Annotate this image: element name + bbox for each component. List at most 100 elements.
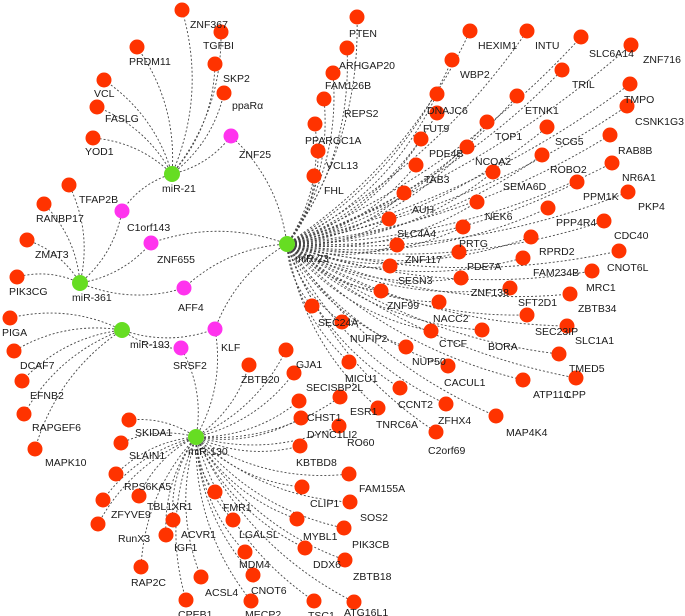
node-label-ddx6: DDX6 [313, 559, 341, 571]
edge-m130-srsf2 [180, 347, 199, 438]
node-acsl4 [193, 569, 209, 585]
node-tsc1 [306, 593, 322, 609]
node-label-tfap2b: TFAP2B [79, 194, 118, 206]
node-slc6a14 [573, 29, 589, 45]
node-tmpo [622, 76, 638, 92]
node-intu [519, 23, 535, 39]
node-label-sema6d: SEMA6D [503, 181, 547, 193]
edge-m361-tfap2b [68, 184, 85, 284]
edge-m130-pik3cb [195, 436, 345, 529]
edge-m23-tmed5 [286, 243, 560, 355]
mirna-node-m130 [188, 429, 204, 445]
node-fam126b [325, 65, 341, 81]
mirna-label-m130: miR-130 [188, 446, 228, 458]
node-cnot6l [611, 243, 627, 259]
node-tgfbi [213, 24, 229, 40]
edge-m23-atp11c [286, 243, 524, 381]
node-label-pik3cb: PIK3CB [352, 539, 389, 551]
node-label-vcl: VCL [94, 88, 115, 100]
node-label-tbl1xr1: TBL1XR1 [147, 501, 193, 513]
node-fut9 [429, 105, 445, 121]
edge-m130-chst1 [195, 400, 300, 438]
node-label-wbp2: WBP2 [460, 69, 490, 81]
node-igf1 [158, 527, 174, 543]
edge-m23-bora [286, 243, 483, 331]
edge-m23-ppp4r4 [286, 207, 549, 251]
node-sesn3 [382, 258, 398, 274]
edge-m130-klf [195, 328, 218, 438]
node-label-cdc40: CDC40 [614, 230, 649, 242]
node-label-fmr1: FMR1 [223, 502, 252, 514]
edge-m193-klf [121, 328, 216, 339]
edge-m23-slc6a14 [286, 36, 582, 245]
node-prdm11 [129, 39, 145, 55]
node-label-tab3: TAB3 [424, 174, 450, 186]
edge-m23-sft2d1 [286, 243, 511, 293]
node-label-tnrc6a: TNRC6A [376, 419, 418, 431]
node-cnot6 [245, 567, 261, 583]
node-nufip2 [334, 314, 350, 330]
node-skp2 [207, 56, 223, 72]
node-mybl1 [289, 511, 305, 527]
edge-m23-hexim1 [286, 30, 471, 245]
node-layer [2, 2, 639, 610]
node-nacc2 [431, 294, 447, 310]
edge-m23-zbtb34 [286, 243, 571, 298]
node-label-cnot6: CNOT6 [251, 585, 287, 597]
edge-m130-zfyve9 [102, 436, 197, 501]
node-label-robo2: ROBO2 [550, 164, 587, 176]
edge-m21-tgfbi [171, 31, 222, 175]
edge-m23-dnajc6 [286, 93, 438, 245]
node-chst1 [291, 393, 307, 409]
node-label-bora: BORA [488, 341, 518, 353]
node-znf138 [453, 270, 469, 286]
node-auh [396, 185, 412, 201]
node-esr1 [332, 389, 348, 405]
edge-m23-klf [214, 243, 288, 330]
node-label-prtg: PRTG [459, 238, 488, 250]
mirna-node-m193 [114, 322, 130, 338]
node-label-vcl13: VCL13 [326, 160, 358, 172]
node-label-micu1: MICU1 [345, 373, 378, 385]
node-reps2 [316, 91, 332, 107]
node-slain1 [113, 435, 129, 451]
node-top1 [479, 114, 495, 130]
node-ddx6 [297, 540, 313, 556]
node-label-klf: KLF [221, 342, 240, 354]
node-label-znf138: ZNF138 [471, 287, 509, 299]
node-label-znf99: ZNF99 [387, 300, 419, 312]
node-acvr1 [165, 512, 181, 528]
node-pde4b [413, 131, 429, 147]
node-label-znf25: ZNF25 [239, 149, 271, 161]
node-ccnt2 [392, 380, 408, 396]
edge-m130-secisbp2l [195, 372, 295, 438]
node-lpp [568, 370, 584, 386]
edge-m23-robo2 [286, 154, 543, 245]
edge-m23-vcl13 [286, 150, 319, 245]
edge-m23-intu [286, 30, 528, 245]
node-label-atp11c: ATP11C [533, 389, 572, 401]
edge-m130-mybl1 [195, 436, 298, 520]
edge-m23-ppm1k [286, 181, 578, 246]
node-cpeb1 [178, 592, 194, 608]
node-pde7a [451, 244, 467, 260]
node-csnk1g3 [619, 98, 635, 114]
node-label-kbtbd8: KBTBD8 [296, 457, 337, 469]
node-label-hexim1: HEXIM1 [478, 40, 517, 52]
node-skida1 [121, 412, 137, 428]
node-piga [2, 310, 18, 326]
node-zbtb18 [337, 552, 353, 568]
edge-m23-slc4a4 [286, 218, 390, 246]
node-label-acsl4: ACSL4 [205, 587, 238, 599]
node-ranbp17 [36, 196, 52, 212]
node-c2orf69 [428, 424, 444, 440]
node-label-ranbp17: RANBP17 [36, 213, 84, 225]
mirna-node-m21 [164, 166, 180, 182]
node-clip1 [294, 479, 310, 495]
node-label-etnk1: ETNK1 [525, 105, 559, 117]
node-label-pkp4: PKP4 [638, 201, 665, 213]
node-label-nacc2: NACC2 [433, 313, 469, 325]
node-znf99 [373, 283, 389, 299]
node-label-slc1a1: SLC1A1 [575, 335, 614, 347]
node-znf117 [389, 237, 405, 253]
